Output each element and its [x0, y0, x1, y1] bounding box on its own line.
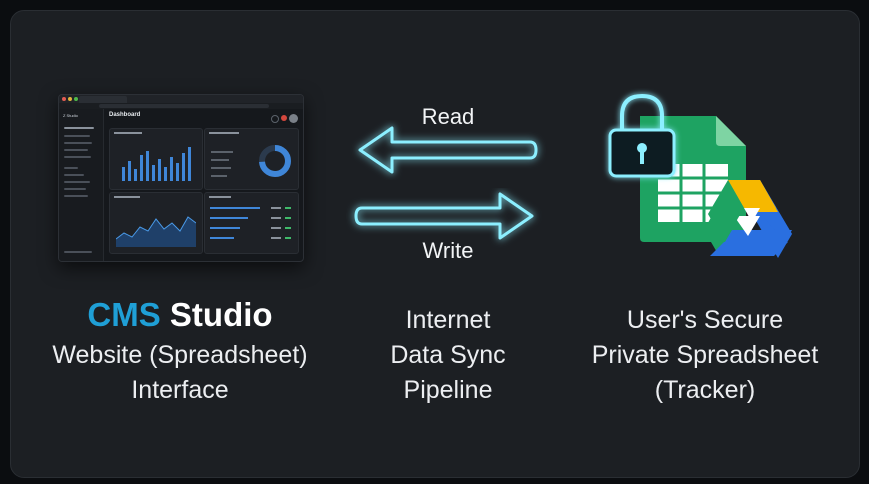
mock-list-panel — [204, 192, 299, 254]
right-arrow-icon — [354, 192, 534, 240]
left-subtitle-line2: Interface — [131, 376, 229, 404]
browser-titlebar — [59, 95, 303, 103]
middle-line3: Pipeline — [403, 376, 493, 404]
mock-heading: Dashboard — [109, 112, 141, 118]
dashboard-screenshot: Z Studio Dashboard — [58, 94, 304, 262]
left-subtitle-line1: Website (Spreadsheet) — [52, 341, 308, 369]
mock-bar-panel — [109, 128, 203, 190]
middle-caption: Internet Data Sync Pipeline — [358, 303, 538, 408]
cms-studio-title: CMS Studio — [24, 296, 336, 334]
title-cms: CMS — [87, 296, 161, 333]
drive-icon — [704, 180, 792, 258]
window-min-dot — [68, 97, 72, 101]
window-close-dot — [62, 97, 66, 101]
right-line3: (Tracker) — [654, 376, 756, 404]
mock-sidebar — [59, 109, 104, 261]
right-line1: User's Secure — [626, 306, 784, 334]
middle-line2: Data Sync — [390, 341, 506, 369]
right-line2: Private Spreadsheet — [591, 341, 819, 369]
title-studio: Studio — [169, 296, 273, 333]
read-label: Read — [421, 104, 475, 129]
write-label: Write — [422, 238, 474, 263]
left-arrow-icon — [358, 126, 538, 174]
window-max-dot — [74, 97, 78, 101]
padlock-icon — [608, 93, 676, 178]
middle-line1: Internet — [405, 306, 491, 334]
url-field — [99, 104, 269, 108]
left-subtitle: Website (Spreadsheet) Interface — [24, 338, 336, 408]
mock-area-panel — [109, 192, 203, 254]
mock-logo: Z Studio — [63, 113, 78, 118]
mock-donut-panel — [204, 128, 299, 190]
right-caption: User's Secure Private Spreadsheet (Track… — [560, 303, 850, 408]
browser-tab — [79, 96, 127, 103]
